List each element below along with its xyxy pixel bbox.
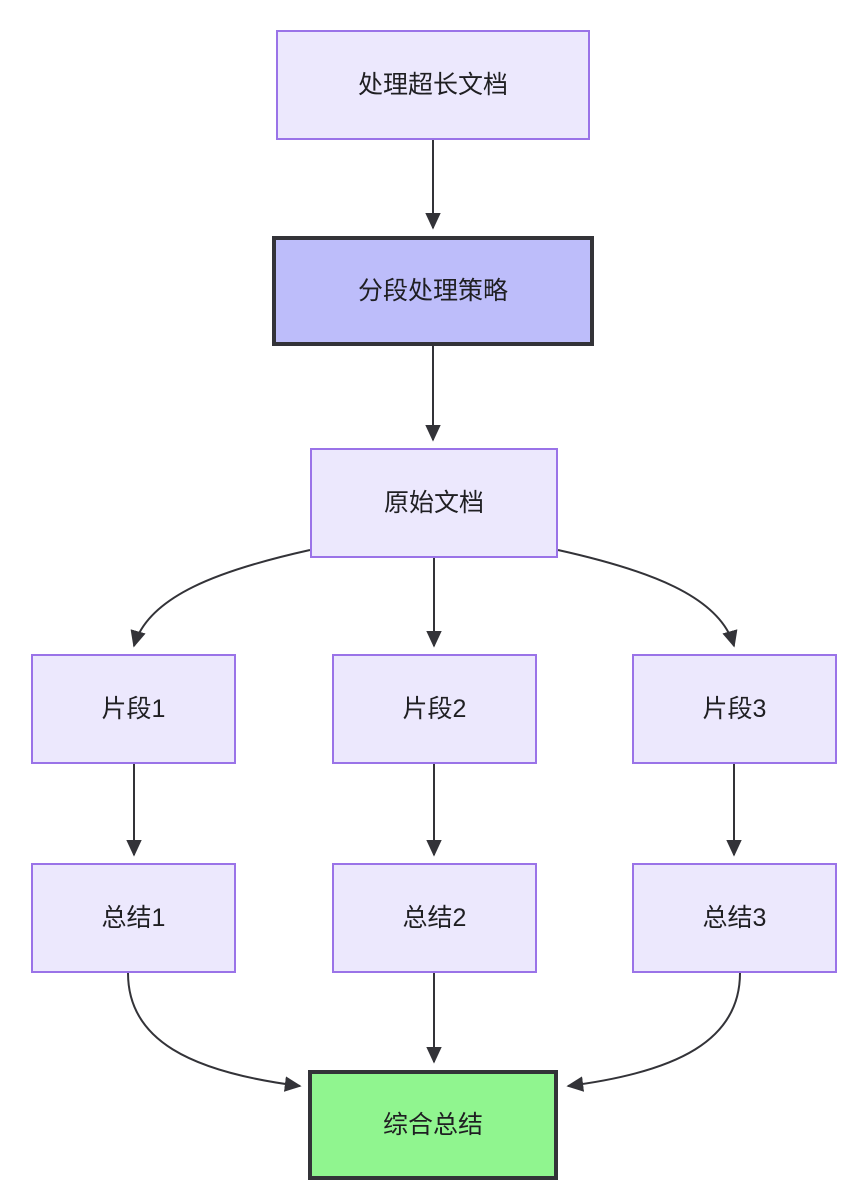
- node-strategy-label: 分段处理策略: [357, 277, 508, 305]
- edge-summary1-to-final: [127, 972, 302, 1092]
- edge-source-to-chunk1: [130, 549, 311, 648]
- node-final-summary-label: 综合总结: [382, 1111, 483, 1139]
- node-source-document[interactable]: 原始文档: [310, 448, 558, 558]
- node-strategy[interactable]: 分段处理策略: [272, 236, 594, 346]
- node-summary-2[interactable]: 总结2: [332, 863, 537, 973]
- node-summary-1[interactable]: 总结1: [31, 863, 236, 973]
- node-summary-1-label: 总结1: [101, 904, 166, 932]
- node-source-document-label: 原始文档: [383, 489, 484, 517]
- node-final-summary[interactable]: 综合总结: [308, 1070, 558, 1180]
- node-chunk-3[interactable]: 片段3: [632, 654, 837, 764]
- node-chunk-2[interactable]: 片段2: [332, 654, 537, 764]
- node-summary-3[interactable]: 总结3: [632, 863, 837, 973]
- edge-source-to-chunk3: [557, 549, 738, 648]
- node-start[interactable]: 处理超长文档: [276, 30, 590, 140]
- node-summary-3-label: 总结3: [702, 904, 767, 932]
- node-summary-2-label: 总结2: [402, 904, 467, 932]
- node-chunk-3-label: 片段3: [702, 695, 767, 723]
- node-chunk-1[interactable]: 片段1: [31, 654, 236, 764]
- node-chunk-1-label: 片段1: [101, 695, 166, 723]
- node-start-label: 处理超长文档: [357, 71, 508, 99]
- edge-summary3-to-final: [566, 972, 741, 1092]
- node-chunk-2-label: 片段2: [402, 695, 467, 723]
